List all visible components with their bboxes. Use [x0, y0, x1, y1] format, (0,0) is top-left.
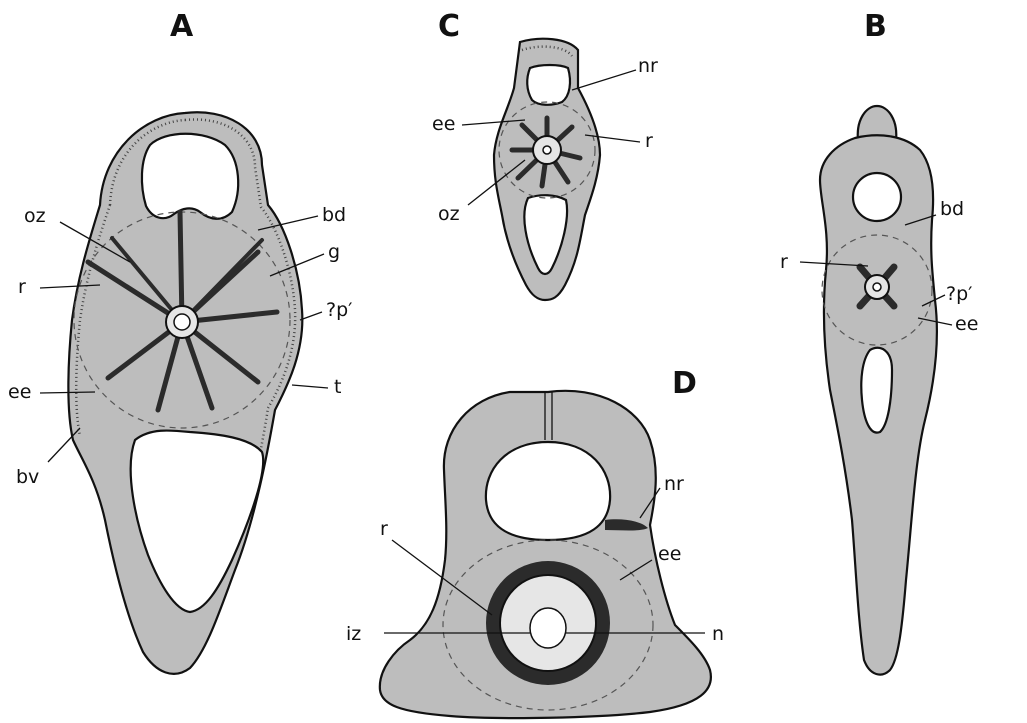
- label-d-n: n: [712, 623, 724, 645]
- label-a-g: g: [328, 241, 340, 263]
- label-d-nr: nr: [664, 473, 684, 495]
- panel-c-letter: C: [438, 9, 460, 44]
- panel-d-nucleus: [530, 608, 566, 648]
- label-c-oz: oz: [438, 203, 460, 225]
- label-a-p: ?p′: [326, 299, 352, 321]
- panel-b-central-canal: [873, 283, 881, 291]
- panel-d-letter: D: [672, 366, 697, 401]
- panel-b-dorsal-lumen: [853, 173, 901, 221]
- label-a-ee: ee: [8, 381, 31, 403]
- panel-d-neural-lumen: [486, 442, 610, 540]
- label-d-r: r: [380, 518, 388, 540]
- label-c-r: r: [645, 130, 653, 152]
- label-c-ee: ee: [432, 113, 455, 135]
- label-a-t: t: [334, 376, 341, 398]
- label-d-ee: ee: [658, 543, 681, 565]
- label-a-bv: bv: [16, 466, 39, 488]
- panel-d: D nr r ee iz n: [346, 366, 724, 718]
- label-b-r: r: [780, 251, 788, 273]
- panel-a-letter: A: [170, 9, 194, 44]
- label-b-bd: bd: [940, 198, 964, 220]
- panel-c-dorsal-lumen: [527, 65, 570, 105]
- label-a-oz: oz: [24, 205, 46, 227]
- panel-b-ventral-lumen: [861, 348, 892, 433]
- panel-b: B bd r ?p′ ee: [780, 9, 978, 675]
- panel-a: A oz r ee bv bd g: [8, 9, 352, 674]
- label-c-nr: nr: [638, 55, 658, 77]
- panel-c: C nr ee r oz: [432, 9, 658, 300]
- label-d-iz: iz: [346, 623, 361, 645]
- label-a-bd: bd: [322, 204, 346, 226]
- panel-a-central-canal: [174, 314, 190, 330]
- label-a-r: r: [18, 276, 26, 298]
- panel-c-central-canal: [543, 146, 551, 154]
- panel-a-dorsal-lumen: [142, 134, 238, 219]
- panel-b-letter: B: [864, 9, 887, 44]
- label-b-p: ?p′: [946, 283, 972, 305]
- label-b-ee: ee: [955, 313, 978, 335]
